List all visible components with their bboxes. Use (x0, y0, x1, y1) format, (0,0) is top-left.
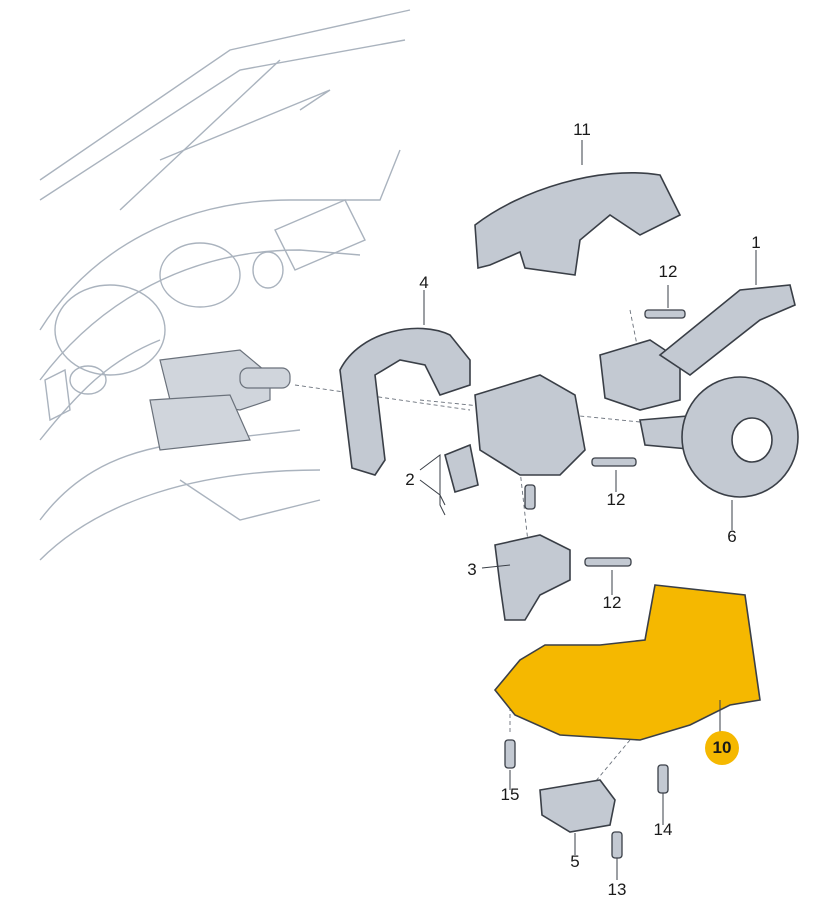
label-part-14: 14 (653, 820, 673, 839)
label-part-4: 4 (419, 273, 429, 292)
part-5-module (539, 779, 616, 833)
label-part-13: 13 (607, 880, 627, 899)
label-part-15: 15 (500, 785, 520, 804)
screws (504, 309, 686, 859)
label-part-2: 2 (405, 470, 415, 489)
part-11-upper-cover (474, 172, 682, 276)
label-part-1: 1 (751, 233, 761, 252)
dashboard-sketch (39, 9, 411, 561)
screw-2-side (524, 484, 536, 510)
label-part-11: 11 (573, 120, 591, 139)
screw-12-lower (584, 557, 632, 567)
label-part-12-top: 12 (658, 262, 678, 281)
label-part-12-lower: 12 (602, 593, 622, 612)
screw-15 (504, 739, 516, 769)
label-part-12-middle: 12 (606, 490, 626, 509)
steering-column-stub (149, 349, 291, 451)
screw-12-middle (591, 457, 637, 467)
label-part-3: 3 (467, 560, 477, 579)
label-part-6: 6 (727, 527, 737, 546)
part-2-lock-housing (444, 374, 586, 494)
part-1-stalk-switch (599, 284, 796, 411)
part-3-lock-cylinder (494, 534, 571, 621)
part-4-angle-sender (339, 327, 471, 476)
label-part-10: 10 (705, 731, 739, 765)
screw-13 (611, 831, 623, 859)
part-10-lower-cover (493, 584, 761, 741)
label-leaders (419, 140, 757, 880)
screw-14 (657, 764, 669, 794)
screw-12-top (644, 309, 686, 319)
label-part-5: 5 (570, 852, 580, 871)
part-6-clock-spring (639, 376, 799, 498)
